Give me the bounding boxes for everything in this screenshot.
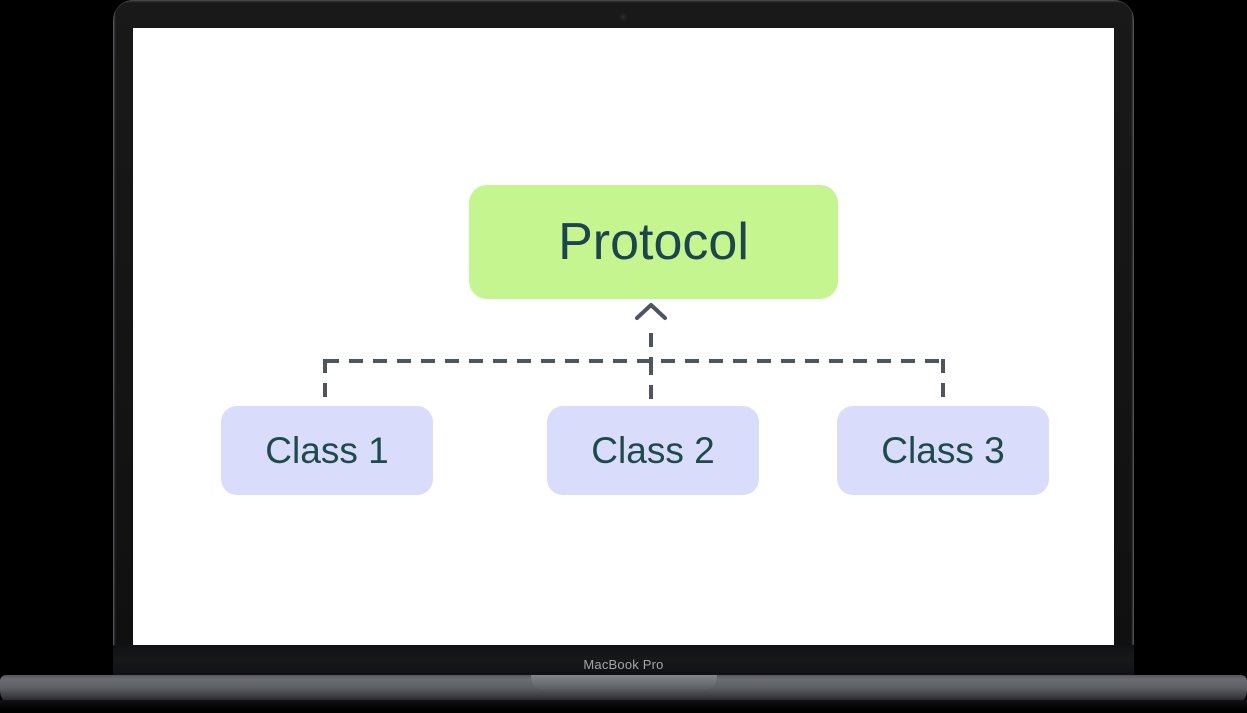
arrowhead-up-icon xyxy=(635,303,667,320)
node-class-3[interactable]: Class 3 xyxy=(837,406,1049,495)
node-class-1[interactable]: Class 1 xyxy=(221,406,433,495)
connector-lines xyxy=(323,303,945,406)
node-class-1-label: Class 1 xyxy=(265,429,389,471)
node-class-2-label: Class 2 xyxy=(591,429,715,471)
laptop-base-notch xyxy=(531,675,717,689)
node-protocol[interactable]: Protocol xyxy=(469,185,838,299)
laptop-chin: MacBook Pro xyxy=(113,645,1134,678)
screen-canvas: Protocol Class 1 Class 2 Class 3 xyxy=(133,28,1114,645)
node-class-3-label: Class 3 xyxy=(881,429,1005,471)
laptop-model-label: MacBook Pro xyxy=(583,657,664,672)
camera-dot-icon xyxy=(620,14,626,20)
node-protocol-label: Protocol xyxy=(558,213,749,271)
laptop-base-shadow xyxy=(0,700,1247,713)
node-class-2[interactable]: Class 2 xyxy=(547,406,759,495)
